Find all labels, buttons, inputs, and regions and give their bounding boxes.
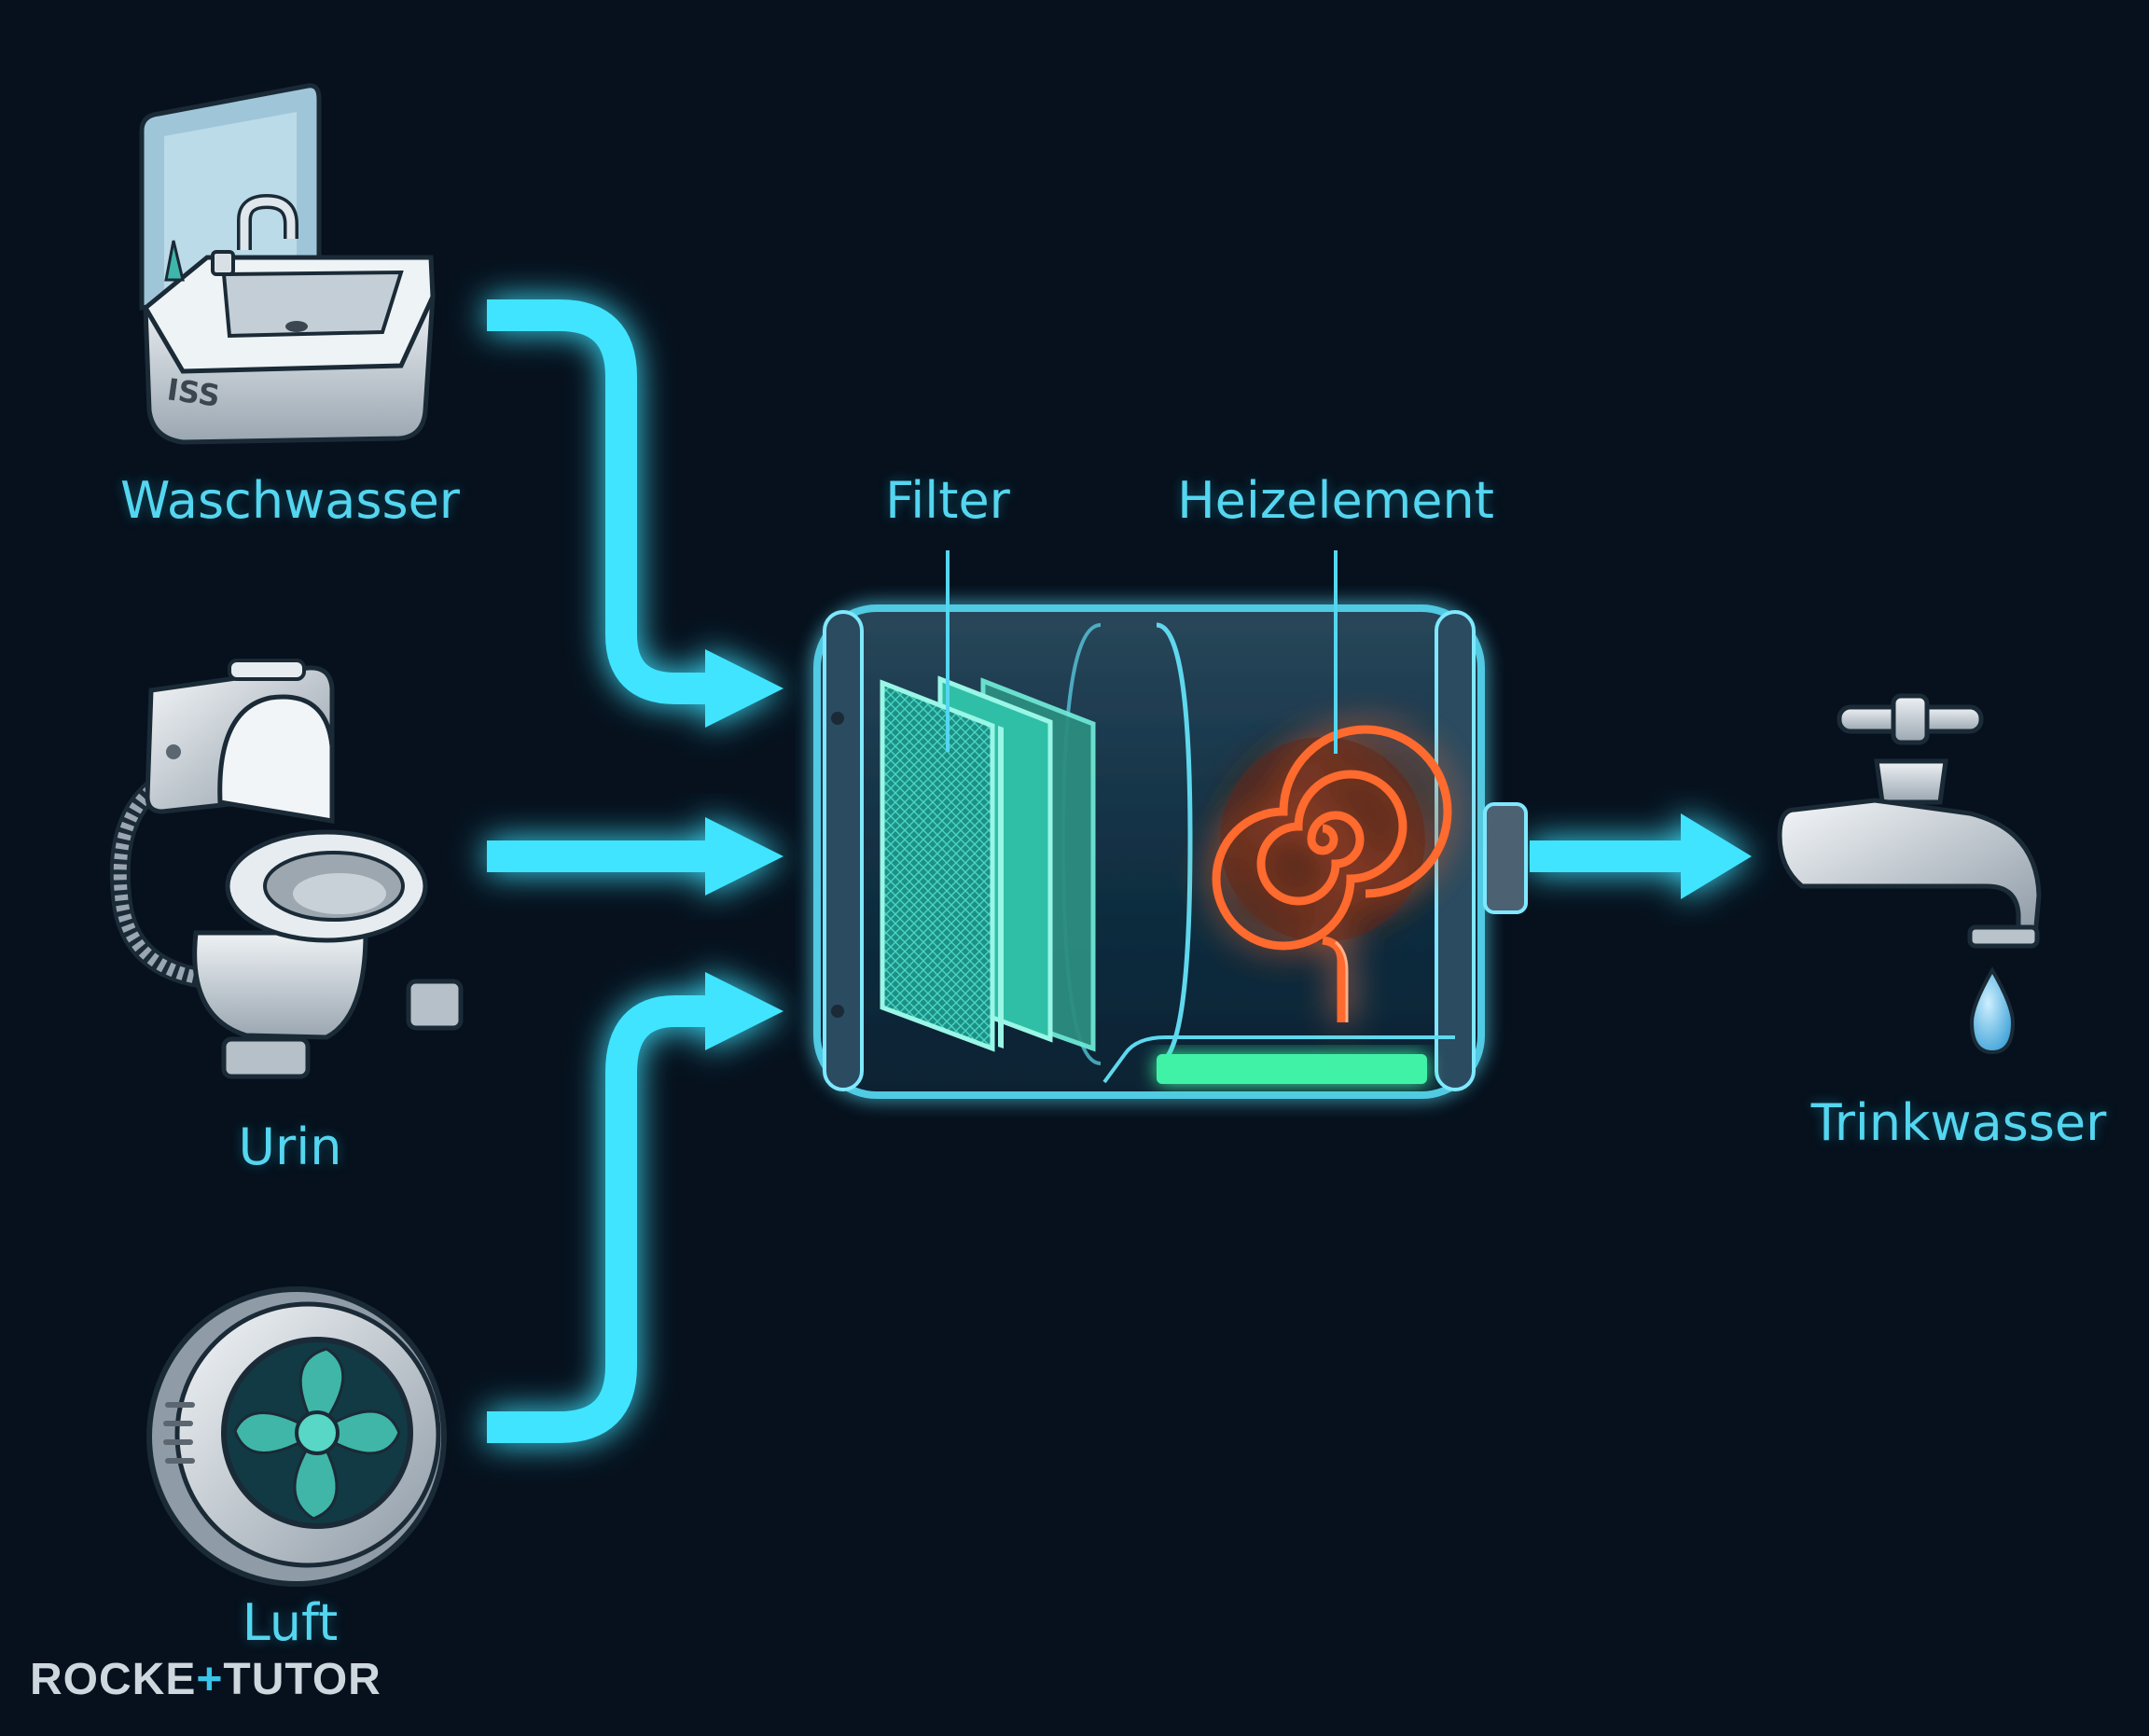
filter-element xyxy=(880,675,1096,1052)
sink-icon: ISS xyxy=(139,83,436,445)
brand-logo: ROCKE+TUTOR xyxy=(30,1654,381,1705)
brand-text-left: ROCKE xyxy=(30,1655,197,1704)
brand-text-right: TUTOR xyxy=(223,1655,381,1704)
source-label-urin: Urin xyxy=(238,1118,342,1176)
filter-label: Filter xyxy=(885,471,1010,530)
source-label-luft: Luft xyxy=(242,1593,339,1652)
output-label-trinkwasser: Trinkwasser xyxy=(1810,1093,2107,1152)
flow-arrow-urin xyxy=(487,817,783,896)
flow-arrow-output xyxy=(1530,813,1752,899)
source-label-waschwasser: Waschwasser xyxy=(119,471,461,530)
toilet-icon xyxy=(109,659,464,1079)
heater-label: Heizelement xyxy=(1177,471,1494,530)
faucet-icon xyxy=(1777,693,2042,1055)
flow-arrow-luft xyxy=(487,972,783,1443)
water-drop-icon xyxy=(1969,966,2016,1055)
sink-iss-text: ISS xyxy=(165,371,222,414)
heater-coil xyxy=(1212,725,1452,1022)
fan-icon xyxy=(146,1286,447,1587)
flow-arrow-waschwasser xyxy=(487,299,783,728)
status-light-bar xyxy=(1157,1054,1427,1084)
brand-plus: + xyxy=(196,1655,224,1704)
